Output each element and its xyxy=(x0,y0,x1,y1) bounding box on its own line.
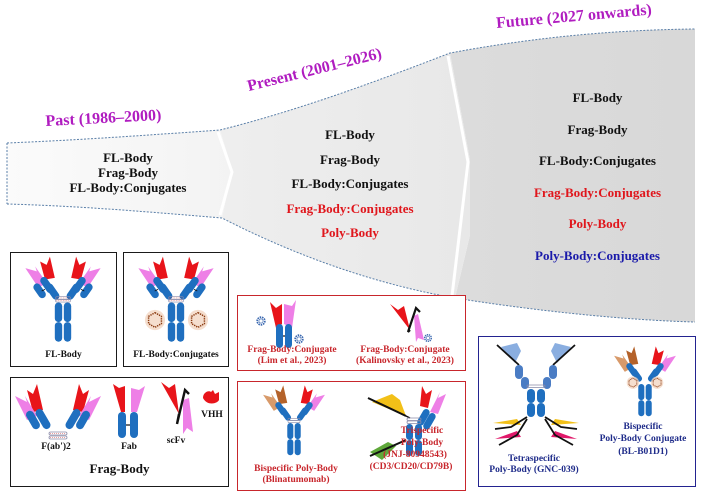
past-band xyxy=(7,130,232,218)
era-item: Poly-Body:Conjugates xyxy=(535,247,660,263)
caption-line: Poly-Body (GNC-039) xyxy=(489,464,579,475)
panel-frag-conjugates: Frag-Body:Conjugate (Lim et al., 2023) F… xyxy=(237,295,466,371)
panel-poly-bodies: Bispecific Poly-Body (Blinatumomab) Tris… xyxy=(237,381,466,491)
fragment-label: Fab xyxy=(121,442,137,452)
timeline-top-outline xyxy=(6,28,696,144)
caption-line: (Lim et al., 2023) xyxy=(257,355,327,366)
future-band xyxy=(450,29,695,322)
poly-conjugate-caption: Bispecific Poly-Body Conjugate (BL-B01D1… xyxy=(591,421,695,458)
era-item: Frag-Body xyxy=(98,165,158,180)
vhh-fragment-icon xyxy=(203,390,219,404)
era-item: FL-Body xyxy=(325,127,375,142)
caption-line: Tetraspecific xyxy=(508,454,560,464)
era-item: FL-Body xyxy=(103,150,153,165)
bispecific-antibody-icon xyxy=(263,385,325,456)
caption-line: (BL-B01D1) xyxy=(618,446,668,457)
poly-body-caption: Bispecific Poly-Body (Blinatumomab) xyxy=(240,464,352,486)
poly-body-caption: Trispecific Poly-Body (JNJ-80948543) (CD… xyxy=(356,426,466,474)
panel-caption: FL-Body:Conjugates xyxy=(133,350,219,360)
fab-fragment-icon xyxy=(113,384,145,438)
igg-antibody-icon xyxy=(128,255,224,345)
present-band xyxy=(220,53,470,298)
era-item: Frag-Body xyxy=(320,151,380,167)
panel-fl-body: FL-Body xyxy=(10,252,117,367)
conjugate-caption: Frag-Body:Conjugate (Kalinovsky et al., … xyxy=(346,345,464,367)
era-item: Frag-Body:Conjugates xyxy=(286,200,414,216)
era-item: FL-Body:Conjugates xyxy=(291,176,409,191)
caption-line: (Kalinovsky et al., 2023) xyxy=(356,355,454,366)
era-list-past: FL-Body Frag-Body FL-Body:Conjugates xyxy=(48,150,208,195)
panel-fl-body-conjugates: FL-Body:Conjugates xyxy=(123,252,229,367)
era-item: Frag-Body:Conjugates xyxy=(533,184,662,200)
panel-title: Frag-Body xyxy=(89,461,150,476)
scfv-conjugate-icon xyxy=(390,304,433,343)
drug-conjugate-icon xyxy=(144,309,166,331)
panel-frag-body: F(ab')2 Fab scFv VHH Frag-Body xyxy=(10,377,229,487)
caption-line: Poly-Body Conjugate xyxy=(599,434,687,445)
caption-line: (CD3/CD20/CD79B) xyxy=(369,461,453,472)
fab-conjugate-icon xyxy=(256,300,304,348)
bispecific-conjugate-icon xyxy=(614,346,676,417)
caption-line: Poly-Body xyxy=(400,437,444,448)
drug-conjugate-icon xyxy=(187,309,209,331)
fragment-label: VHH xyxy=(201,410,223,420)
era-list-future: FL-Body Frag-Body FL-Body:Conjugates Fra… xyxy=(510,82,685,271)
era-item: Frag-Body xyxy=(567,121,628,137)
conjugate-caption: Frag-Body:Conjugate (Lim et al., 2023) xyxy=(240,345,344,367)
caption-line: (JNJ-80948543) xyxy=(383,449,447,460)
era-item: FL-Body:Conjugates xyxy=(69,180,187,195)
era-item: FL-Body xyxy=(572,90,623,105)
era-item: Poly-Body xyxy=(568,216,627,231)
caption-line: Bispecific xyxy=(623,422,663,432)
caption-line: Frag-Body:Conjugate xyxy=(360,345,450,355)
fragment-label: F(ab')2 xyxy=(41,442,71,452)
caption-line: Trispecific xyxy=(400,426,444,436)
tetraspecific-antibody-icon xyxy=(493,343,579,446)
trispecific-antibody-icon xyxy=(367,386,446,460)
era-item: Poly-Body xyxy=(321,225,379,240)
igg-antibody-icon xyxy=(15,255,111,345)
caption-line: Frag-Body:Conjugate xyxy=(247,345,337,355)
scfv-fragment-icon xyxy=(161,382,193,434)
fab2-fragment-icon xyxy=(15,384,101,440)
panel-poly-conjugates: Tetraspecific Poly-Body (GNC-039) Bispec… xyxy=(478,336,696,487)
poly-conjugate-caption: Tetraspecific Poly-Body (GNC-039) xyxy=(479,454,589,476)
era-item: FL-Body:Conjugates xyxy=(538,153,656,168)
fragment-label: scFv xyxy=(166,436,186,446)
timeline-bottom-outline xyxy=(6,203,696,323)
caption-line: (Blinatumomab) xyxy=(262,474,330,485)
caption-line: Bispecific Poly-Body xyxy=(254,464,338,474)
panel-caption: FL-Body xyxy=(45,350,82,360)
era-list-present: FL-Body Frag-Body FL-Body:Conjugates Fra… xyxy=(270,123,430,246)
